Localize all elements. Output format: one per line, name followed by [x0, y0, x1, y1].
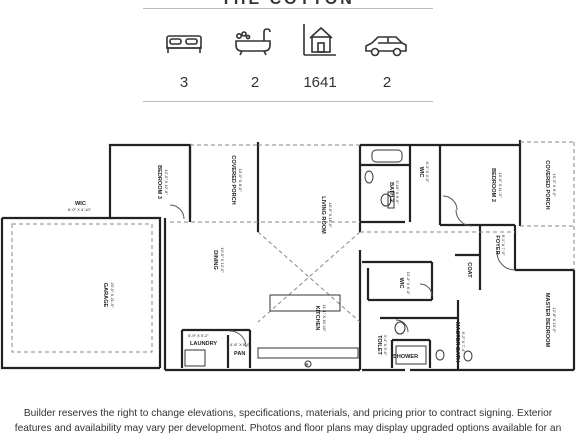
master-bath-label: MASTER BATH [454, 322, 460, 362]
floor-plan: WIC 6'-0" X 4'-10" BEDROOM 3 10'-0" X 10… [0, 140, 576, 372]
garage-dim: 20'-0" X 21'-5" [110, 282, 115, 308]
wic-left-label: WIC [75, 201, 86, 207]
laundry-dim: 5'-9" X 5'-2" [188, 333, 209, 338]
garage-spaces: 2 [382, 74, 392, 91]
car-icon [365, 36, 407, 57]
pan-label: PAN [234, 351, 245, 357]
bath2-dim: 5'-10" X 9'-0" [395, 180, 400, 204]
bathrooms-count: 2 [250, 74, 260, 91]
wic-mid-label: WIC [418, 167, 424, 178]
covered-porch-right-dim: 10'-3" X 6'-0" [552, 173, 557, 197]
wic-mid-dim: 6'-3" X 4'-0" [425, 162, 430, 183]
dining-dim: 10'-0" X 12'-0" [220, 247, 225, 273]
bedrooms-count: 3 [179, 74, 189, 91]
disclaimer-line-1: Builder reserves the right to change ele… [23, 408, 553, 419]
bedroom2-dim: 10'-0" X 11'-0" [498, 173, 503, 199]
wic-left-dim: 6'-0" X 4'-10" [68, 207, 92, 212]
coat-label: COAT [466, 262, 472, 278]
master-bedroom-dim: 12'-8" X 15'-0" [552, 307, 557, 333]
fridge-label: R [306, 362, 309, 367]
toilet-label: TOILET [376, 335, 382, 355]
living-room-label: LIVING ROOM [320, 196, 326, 234]
kitchen-label: KITCHEN [314, 306, 320, 331]
bedroom3-label: BEDROOM 3 [156, 165, 162, 199]
bedroom3-dim: 10'-0" X 10'-8" [164, 169, 169, 195]
master-bath-dim: 9'-2" X 7'-4" [461, 332, 466, 353]
toilet-dim: 3'-4" X 5'-0" [383, 335, 388, 356]
square-feet: 1641 [303, 74, 337, 91]
living-room-dim: 18'-5" X 16'-0" [328, 202, 333, 228]
garage-label: GARAGE [102, 283, 108, 308]
disclaimer-line-2: features and availability may vary per d… [14, 423, 562, 434]
bed-icon [166, 35, 202, 53]
kitchen-dim: 11'-1" X 16'-10" [322, 304, 327, 332]
wic-master-dim: 10'-3" X 6'-4" [406, 271, 411, 295]
covered-porch-top-label: COVERED PORCH [230, 155, 236, 204]
shower-label: SHOWER [393, 354, 418, 360]
bedroom2-label: BEDROOM 2 [490, 168, 496, 202]
covered-porch-right-label: COVERED PORCH [544, 160, 550, 209]
bottom-divider [143, 101, 433, 102]
bath2-label: BATH 2 [388, 182, 394, 202]
plan-title: THE COTTON [0, 0, 576, 9]
master-bedroom-label: MASTER BEDROOM [544, 293, 550, 348]
bathtub-icon [235, 28, 271, 56]
wic-master-label: WIC [398, 278, 404, 289]
disclaimer: Builder reserves the right to change ele… [0, 406, 576, 436]
foyer-dim: 6'-1" X 7'-0" [501, 235, 506, 256]
house-icon [303, 24, 336, 56]
top-divider [143, 8, 433, 9]
foyer-label: FOYER [494, 235, 500, 254]
covered-porch-top-dim: 10'-0" X 8'-0" [238, 168, 243, 192]
dining-label: DINING [212, 250, 218, 270]
pan-dim: 4'-6" X 5'-0" [230, 342, 251, 347]
laundry-label: LAUNDRY [190, 341, 217, 347]
